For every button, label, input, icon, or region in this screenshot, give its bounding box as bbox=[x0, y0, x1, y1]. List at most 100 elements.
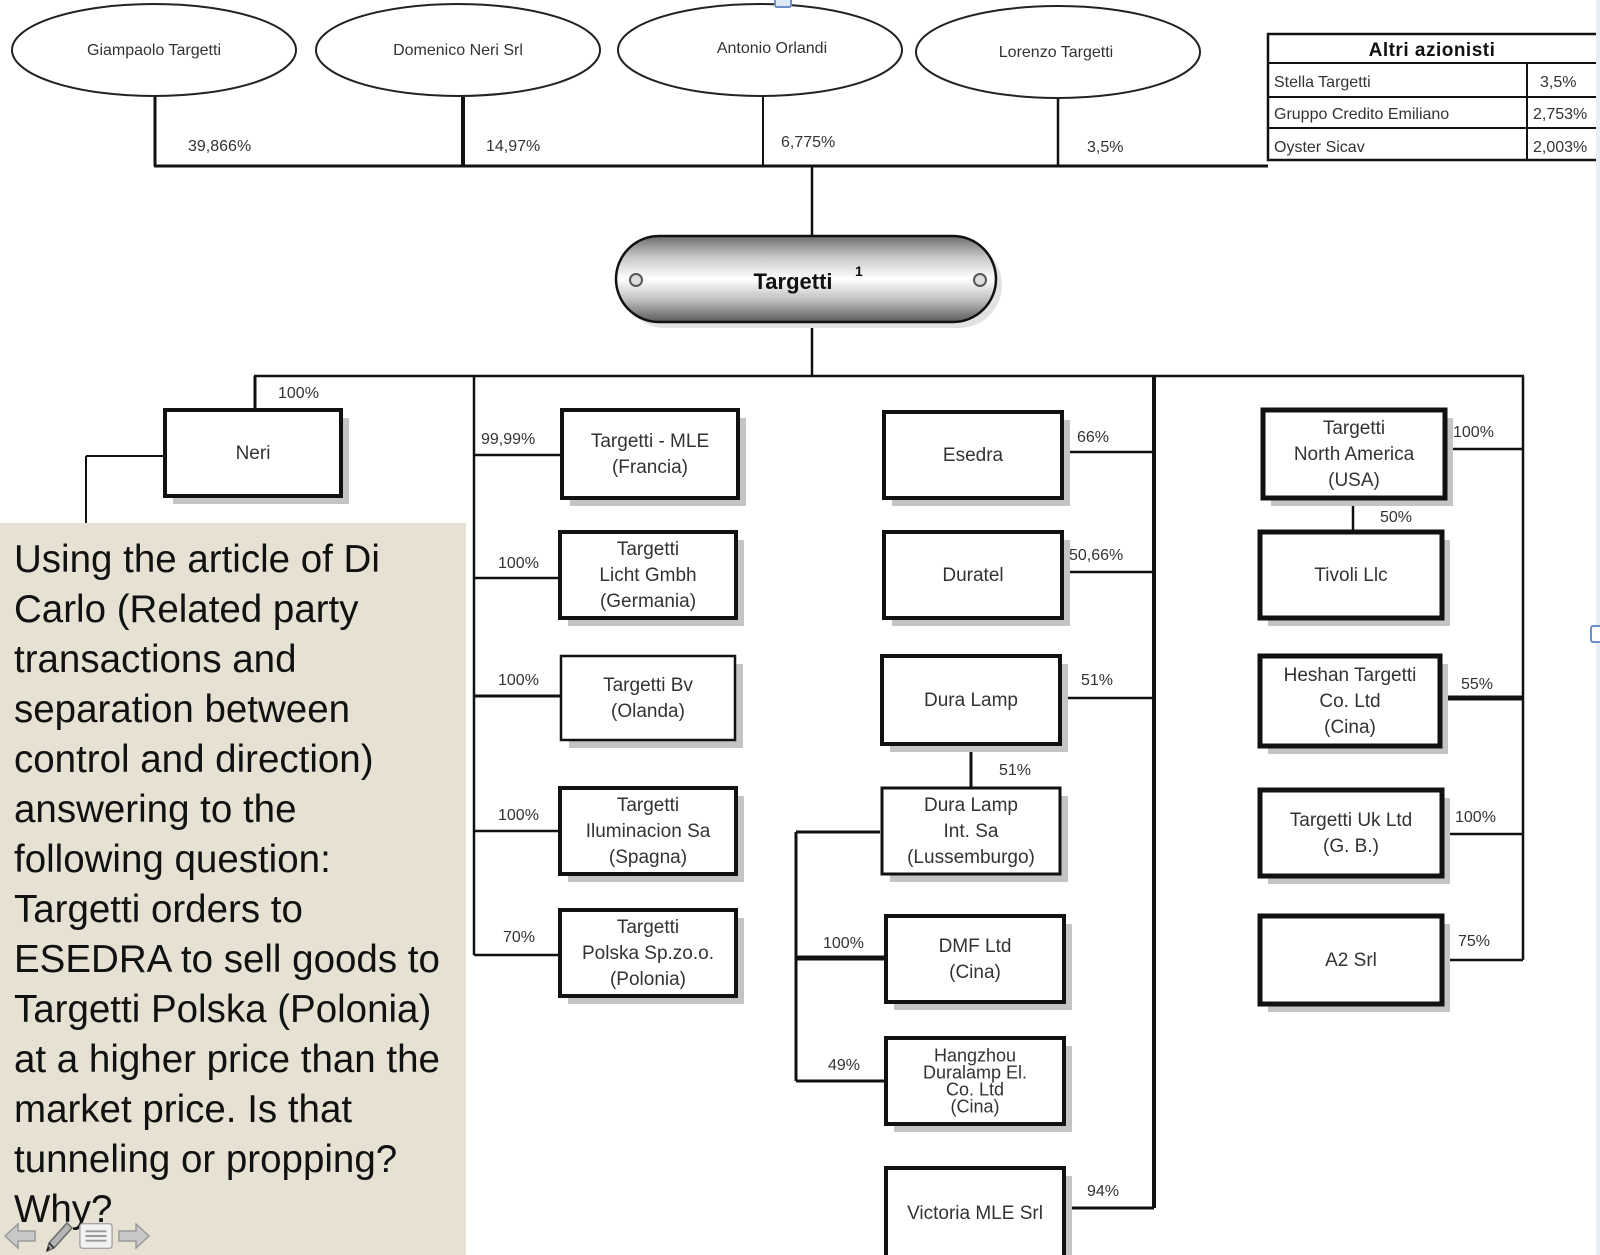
subsidiary-name-line: (Cina) bbox=[1324, 717, 1376, 738]
subsidiary-node[interactable]: Victoria MLE Srl bbox=[884, 1166, 1072, 1255]
subsidiary-name-line: Licht Gmbh bbox=[599, 565, 696, 586]
subsidiary-node[interactable]: Esedra bbox=[882, 410, 1070, 506]
stake-label: 100% bbox=[278, 385, 319, 402]
stake-label: 100% bbox=[498, 807, 539, 824]
stake-label: 51% bbox=[1081, 672, 1113, 689]
table-cell-stake: 2,753% bbox=[1533, 106, 1587, 123]
subsidiary-name-line: North America bbox=[1294, 444, 1415, 465]
shareholder-oval[interactable]: Antonio Orlandi bbox=[617, 3, 903, 97]
subsidiary-name-line: Heshan Targetti bbox=[1284, 665, 1417, 686]
stake-label: 14,97% bbox=[486, 138, 540, 155]
subsidiary-name-line: Co. Ltd bbox=[1319, 691, 1380, 712]
table-cell-name: Gruppo Credito Emiliano bbox=[1274, 106, 1449, 123]
stake-label: 100% bbox=[1455, 809, 1496, 826]
parent-company-node[interactable]: Targetti 1 bbox=[614, 234, 1002, 328]
subsidiary-name-line: Targetti bbox=[617, 539, 679, 560]
shareholder-name: Giampaolo Targetti bbox=[87, 42, 221, 59]
pen-tool-button[interactable] bbox=[40, 1219, 76, 1253]
box-border bbox=[558, 786, 738, 876]
subsidiary-node[interactable]: DMF Ltd(Cina) bbox=[884, 914, 1072, 1010]
connector-lines bbox=[85, 97, 1525, 1210]
stake-label: 75% bbox=[1458, 933, 1490, 950]
table-cell-name: Oyster Sicav bbox=[1274, 139, 1365, 156]
stake-label: 100% bbox=[823, 935, 864, 952]
subsidiary-name-line: Targetti bbox=[1323, 418, 1385, 439]
subsidiary-node[interactable]: Duratel bbox=[882, 530, 1070, 626]
stake-label: 6,775% bbox=[781, 134, 835, 151]
subsidiary-name-line: (Francia) bbox=[612, 457, 688, 478]
subsidiary-name-line: Dura Lamp bbox=[924, 690, 1018, 711]
prev-slide-button[interactable] bbox=[2, 1219, 38, 1253]
resize-handle[interactable] bbox=[1590, 625, 1600, 643]
stake-label: 50,66% bbox=[1069, 547, 1123, 564]
subsidiary-name-line: Targetti Uk Ltd bbox=[1290, 810, 1413, 831]
subsidiary-name-line: Victoria MLE Srl bbox=[907, 1203, 1043, 1224]
subsidiary-name-line: (G. B.) bbox=[1323, 836, 1379, 857]
connector-dot-icon bbox=[629, 273, 643, 287]
footnote-marker: 1 bbox=[855, 263, 863, 279]
box-border bbox=[880, 786, 1062, 876]
subsidiary-name-line: Esedra bbox=[943, 445, 1004, 466]
subsidiary-node[interactable]: Targetti Uk Ltd (G. B.) bbox=[1257, 787, 1450, 884]
stake-label: 51% bbox=[999, 762, 1031, 779]
shareholder-name: Domenico Neri Srl bbox=[393, 42, 523, 59]
box-border bbox=[880, 654, 1062, 746]
shareholder-oval[interactable]: Domenico Neri Srl bbox=[315, 3, 601, 97]
box-border bbox=[558, 530, 738, 620]
box-border bbox=[884, 914, 1066, 1004]
subsidiary-name-line: Co. Ltd bbox=[946, 1080, 1004, 1100]
box-border bbox=[1260, 407, 1448, 501]
subsidiary-name-line: Targetti - MLE bbox=[591, 431, 709, 452]
subsidiary-name-line: Polska Sp.zo.o. bbox=[582, 943, 714, 964]
stake-label: 100% bbox=[1453, 424, 1494, 441]
subsidiary-node[interactable]: Dura Lamp bbox=[880, 654, 1068, 752]
stake-label: 66% bbox=[1077, 429, 1109, 446]
stake-label: 49% bbox=[828, 1057, 860, 1074]
stake-label: 50% bbox=[1380, 509, 1412, 526]
subsidiary-name-line: Targetti bbox=[617, 917, 679, 938]
subsidiary-node[interactable]: Tivoli Llc bbox=[1257, 529, 1450, 626]
subsidiary-node[interactable]: Targetti - MLE (Francia) bbox=[560, 408, 746, 506]
box-border bbox=[560, 408, 740, 500]
shareholder-oval[interactable]: Lorenzo Targetti bbox=[915, 5, 1201, 99]
other-shareholders-table: Altri azionisti Stella Targetti 3,5% Gru… bbox=[1266, 32, 1600, 162]
subsidiary-name-line: (USA) bbox=[1328, 470, 1380, 491]
stake-label: 94% bbox=[1087, 1183, 1119, 1200]
shareholder-oval[interactable]: Giampaolo Targetti bbox=[11, 3, 297, 97]
subsidiary-name-line: (Olanda) bbox=[611, 701, 685, 722]
subsidiary-node[interactable]: A2 Srl bbox=[1257, 913, 1450, 1012]
subsidiary-name-line: (Cina) bbox=[950, 1097, 999, 1117]
subsidiary-name-line: Tivoli Llc bbox=[1314, 565, 1387, 586]
box-border bbox=[882, 530, 1064, 620]
stake-label: 3,5% bbox=[1087, 139, 1123, 156]
subsidiary-name-line: A2 Srl bbox=[1325, 950, 1377, 971]
box-border bbox=[1257, 913, 1445, 1007]
subsidiary-name-line: Targetti Bv bbox=[603, 675, 693, 696]
subsidiary-name-line: Neri bbox=[236, 443, 271, 464]
slide-menu-button[interactable] bbox=[78, 1219, 114, 1253]
arrow-right-icon bbox=[118, 1222, 151, 1250]
table-cell-stake: 3,5% bbox=[1540, 74, 1576, 91]
arrow-left-icon bbox=[3, 1222, 36, 1250]
subsidiary-node[interactable]: Targetti Bv (Olanda) bbox=[559, 654, 743, 748]
stake-label: 99,99% bbox=[481, 431, 535, 448]
stake-label: 70% bbox=[503, 929, 535, 946]
subsidiary-node[interactable]: Neri bbox=[163, 408, 349, 504]
subsidiary-name-line: Targetti bbox=[617, 795, 679, 816]
box-border bbox=[1257, 529, 1445, 621]
stake-label: 100% bbox=[498, 555, 539, 572]
box-border bbox=[1257, 653, 1443, 749]
next-slide-button[interactable] bbox=[116, 1219, 152, 1253]
subsidiary-name-line: (Lussemburgo) bbox=[907, 847, 1035, 868]
box-border bbox=[559, 654, 737, 742]
table-cell-name: Stella Targetti bbox=[1274, 74, 1371, 91]
resize-handle[interactable] bbox=[774, 0, 792, 8]
